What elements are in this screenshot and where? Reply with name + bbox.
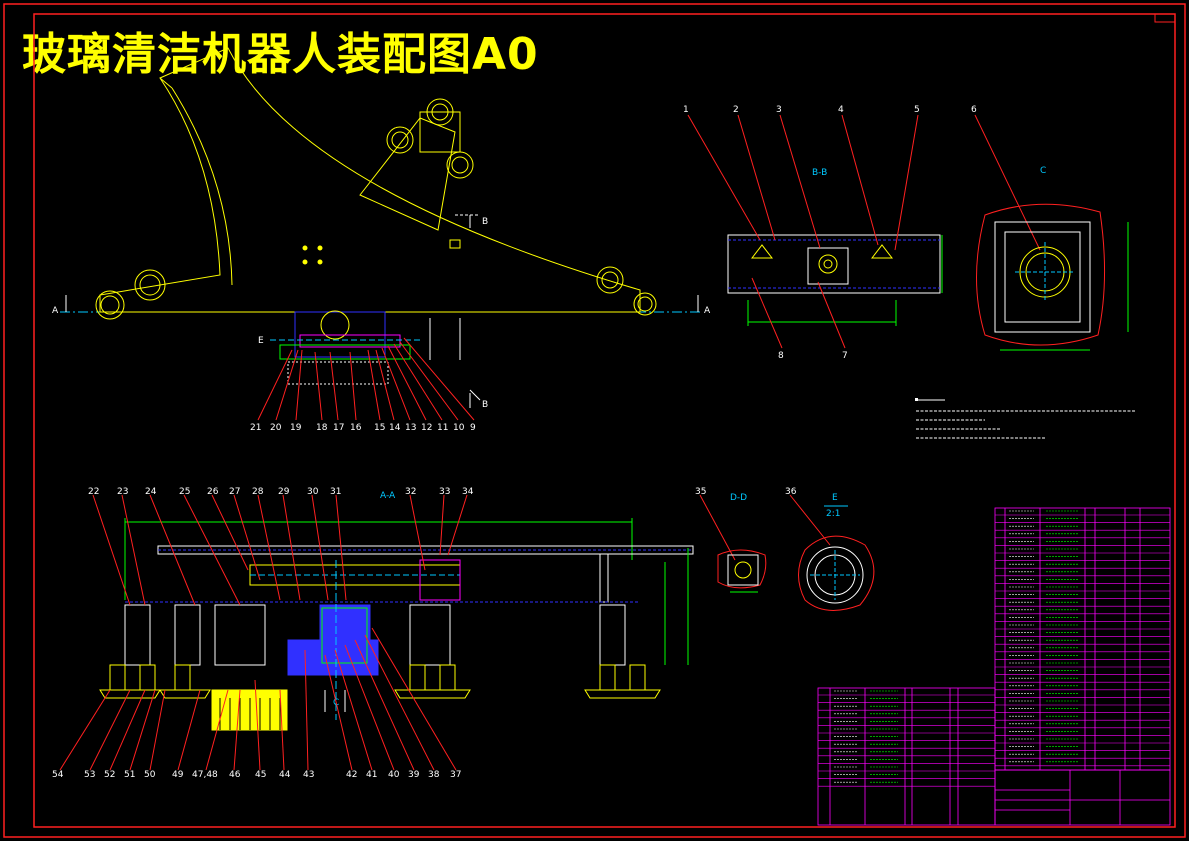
balloon-39: 39 <box>408 770 420 780</box>
balloon-51: 51 <box>124 770 135 780</box>
balloons-bottom-top-group: 22 23 24 25 26 27 28 29 30 31 32 33 34 3… <box>88 487 797 497</box>
section-bb-view <box>727 234 943 326</box>
balloon-49: 49 <box>172 770 184 780</box>
balloon-7: 7 <box>842 351 848 361</box>
balloon-47-48: 47,48 <box>192 770 218 780</box>
parts-list-rows <box>818 510 1170 787</box>
balloon-42: 42 <box>346 770 357 780</box>
balloon-3: 3 <box>776 105 782 115</box>
balloon-16: 16 <box>350 423 362 433</box>
section-markers <box>65 215 699 408</box>
balloon-41: 41 <box>366 770 377 780</box>
balloon-31: 31 <box>330 487 341 497</box>
balloon-34: 34 <box>462 487 474 497</box>
balloons-bottom-low-group: 54 53 52 51 50 49 47,48 46 45 44 43 42 4… <box>52 770 461 780</box>
balloon-46: 46 <box>229 770 241 780</box>
balloon-26: 26 <box>207 487 219 497</box>
balloon-33: 33 <box>439 487 450 497</box>
balloon-19: 19 <box>290 423 302 433</box>
inner-border <box>33 13 1176 828</box>
balloon-45: 45 <box>255 770 266 780</box>
leaders-top-right <box>687 114 1041 349</box>
view-c-detail <box>976 203 1129 351</box>
section-bb-label: B-B <box>812 168 827 178</box>
balloon-43: 43 <box>303 770 314 780</box>
technical-notes <box>915 398 1135 439</box>
balloon-32: 32 <box>405 487 416 497</box>
section-b-top: B <box>482 217 488 227</box>
balloon-20: 20 <box>270 423 282 433</box>
balloon-2: 2 <box>733 105 739 115</box>
balloon-13: 13 <box>405 423 416 433</box>
view-e-detail <box>798 535 875 611</box>
balloon-52: 52 <box>104 770 115 780</box>
balloon-15: 15 <box>374 423 385 433</box>
wheel-group <box>95 98 657 320</box>
balloon-54: 54 <box>52 770 64 780</box>
balloon-27: 27 <box>229 487 240 497</box>
frame-corner-mark <box>1154 13 1176 23</box>
leaders-bottom-top <box>92 494 831 606</box>
drawing-title: 玻璃清洁机器人装配图A0 <box>22 29 539 80</box>
balloon-36: 36 <box>785 487 797 497</box>
balloon-14: 14 <box>389 423 401 433</box>
balloon-17: 17 <box>333 423 344 433</box>
balloons-mid-group: 21 20 19 18 17 16 15 14 13 12 11 10 9 <box>250 423 476 433</box>
balloon-53: 53 <box>84 770 95 780</box>
leaders-mid <box>257 337 475 421</box>
section-dd-view <box>717 549 767 593</box>
balloon-25: 25 <box>179 487 190 497</box>
balloon-30: 30 <box>307 487 319 497</box>
balloon-24: 24 <box>145 487 157 497</box>
section-a-right: A <box>704 306 711 316</box>
balloon-37: 37 <box>450 770 461 780</box>
balloon-1: 1 <box>683 105 689 115</box>
section-e-mark: E <box>258 336 264 346</box>
section-dd-label: D-D <box>730 493 747 503</box>
balloon-44: 44 <box>279 770 291 780</box>
balloon-5: 5 <box>914 105 920 115</box>
section-a-left: A <box>52 306 59 316</box>
balloons-top-right-group: 1 2 3 4 5 6 7 8 <box>683 105 977 361</box>
balloon-6: 6 <box>971 105 977 115</box>
balloon-12: 12 <box>421 423 432 433</box>
lower-mechanism <box>270 310 461 385</box>
outer-border <box>3 3 1186 838</box>
leaders-bottom-low <box>59 627 457 771</box>
balloon-11: 11 <box>437 423 448 433</box>
parts-list-table <box>817 507 1171 826</box>
section-aa-view <box>99 518 694 731</box>
balloon-40: 40 <box>388 770 400 780</box>
view-e-scale: 2:1 <box>826 509 840 519</box>
section-b-bottom: B <box>482 400 488 410</box>
balloon-38: 38 <box>428 770 440 780</box>
balloon-50: 50 <box>144 770 156 780</box>
section-aa-label: A-A <box>380 491 396 501</box>
balloon-8: 8 <box>778 351 784 361</box>
balloon-21: 21 <box>250 423 261 433</box>
balloon-18: 18 <box>316 423 328 433</box>
balloon-28: 28 <box>252 487 264 497</box>
balloon-4: 4 <box>838 105 844 115</box>
balloon-10: 10 <box>453 423 465 433</box>
balloon-29: 29 <box>278 487 290 497</box>
balloon-35: 35 <box>695 487 706 497</box>
balloon-23: 23 <box>117 487 128 497</box>
view-e-label: E <box>832 493 838 503</box>
balloon-22: 22 <box>88 487 99 497</box>
balloon-9: 9 <box>470 423 476 433</box>
view-c-label: C <box>1040 166 1046 176</box>
